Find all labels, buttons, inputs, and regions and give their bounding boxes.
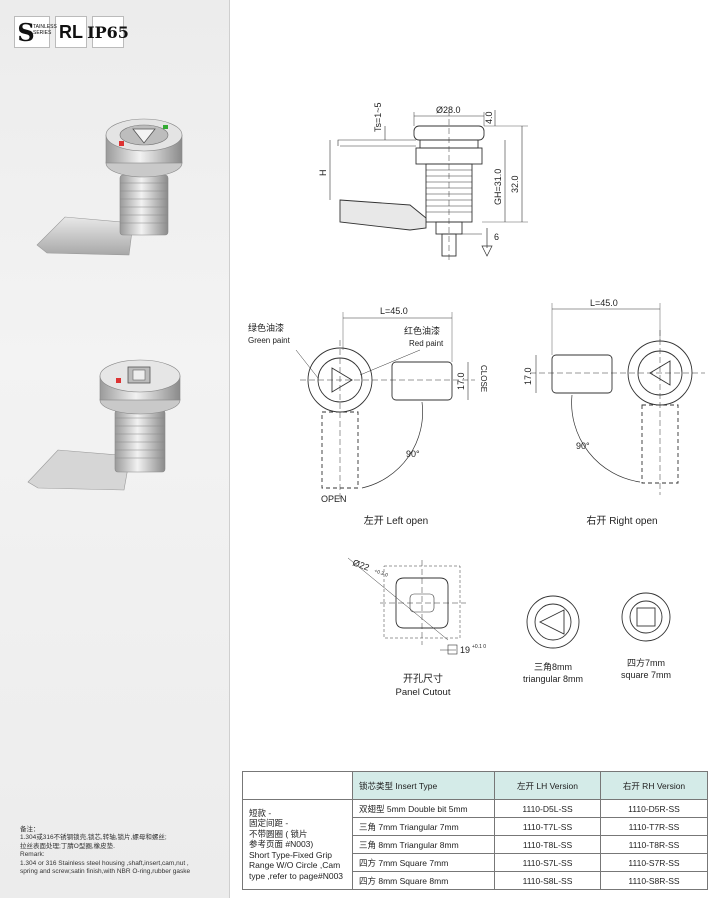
- table-cell-lh: 1110-T7L-SS: [494, 817, 601, 836]
- dim-total: 32.0: [510, 175, 520, 193]
- table-cell-lh: 1110-S8L-SS: [494, 871, 601, 890]
- triangular-insert-inner: [534, 603, 572, 641]
- open-label: OPEN: [321, 494, 347, 504]
- red-paint-cn: 红色油漆: [404, 325, 440, 336]
- side-view-cam: [339, 199, 427, 231]
- table-cell-type: 双翅型 5mm Double bit 5mm: [352, 799, 495, 818]
- square-insert-outer: [621, 592, 671, 642]
- table-header-row: 锁芯类型 Insert Type 左开 LH Version 右开 RH Ver…: [242, 771, 708, 800]
- square-insert-square: [636, 607, 656, 627]
- desc-line: 参考页面 #N003): [249, 839, 314, 850]
- table-cell-type: 三角 7mm Triangular 7mm: [352, 817, 495, 836]
- dim-h: H: [318, 170, 328, 177]
- table-description-cell: 短款 - 固定间距 - 不带圆圈 ( 锁片 参考页面 #N003) Short …: [242, 799, 353, 890]
- table-header-insert-type: 锁芯类型 Insert Type: [352, 771, 495, 800]
- caption-panel-en: Panel Cutout: [396, 687, 451, 698]
- ip65-badge: IP65: [87, 16, 129, 48]
- remarks-line: 拉丝表面处理;丁腈O型圈,橡皮垫.: [20, 842, 115, 850]
- table-header-lh: 左开 LH Version: [494, 771, 601, 800]
- table-cell-rh: 1110-S8R-SS: [600, 871, 708, 890]
- triangular-insert-triangle: [538, 609, 565, 635]
- dim-top: 4.0: [484, 111, 494, 124]
- angle-left: 90°: [406, 449, 420, 459]
- green-paint-cn: 绿色油漆: [248, 322, 284, 333]
- table-row: 短款 - 固定间距 - 不带圆圈 ( 锁片 参考页面 #N003) Short …: [242, 799, 708, 890]
- badge-row: S TAINLESS SERIES RL IP65: [14, 16, 129, 48]
- badge-s-line2: SERIES: [33, 30, 52, 36]
- desc-line: Short Type-Fixed Grip: [249, 849, 332, 860]
- table-cell-type: 三角 8mm Triangular 8mm: [352, 835, 495, 854]
- remarks-line: spring and screw;satin finish,with NBR O…: [20, 868, 191, 876]
- table-cell-lh: 1110-D5L-SS: [494, 799, 601, 818]
- dim-l45-left: L=45.0: [380, 306, 408, 316]
- table-cell-lh: 1110-S7L-SS: [494, 853, 601, 872]
- remarks-block: 备注： 1.304或316不锈钢锁壳,锁芯,转轴,锁片,螺母和螺丝; 拉丝表面处…: [20, 826, 225, 876]
- table-row: 四方 8mm Square 8mm 1110-S8L-SS 1110-S8R-S…: [243, 871, 708, 890]
- right-view-cam-close: [551, 354, 613, 394]
- dim17-right: 17.0: [523, 367, 533, 385]
- remarks-line: 1.304或316不锈钢锁壳,锁芯,转轴,锁片,螺母和螺丝;: [20, 834, 167, 842]
- caption-sq-en: square 7mm: [621, 670, 671, 680]
- caption-sq-cn: 四方7mm: [627, 657, 665, 668]
- table-header-blank: [242, 771, 353, 800]
- desc-line: 短款 -: [249, 807, 272, 818]
- caption-tri-en: triangular 8mm: [523, 674, 583, 684]
- product-table: 锁芯类型 Insert Type 左开 LH Version 右开 RH Ver…: [242, 771, 708, 896]
- dim-gh: GH=31.0: [493, 169, 503, 205]
- cutout-square: 19: [460, 645, 470, 655]
- cutout-diameter: Ø22: [351, 557, 370, 572]
- panel-cutout-shape: [395, 577, 449, 629]
- red-paint-en: Red paint: [409, 339, 444, 348]
- rl-badge: RL: [55, 16, 87, 48]
- table-row: 三角 8mm Triangular 8mm 1110-T8L-SS 1110-T…: [243, 835, 708, 854]
- technical-drawing: Ø28.0 Ts=1~5 H 4.0 GH=31.0 32.0 6 L=45.0…: [248, 102, 705, 698]
- table-cell-lh: 1110-T8L-SS: [494, 835, 601, 854]
- dim-ts: Ts=1~5: [373, 102, 383, 132]
- table-cell-rh: 1110-T7R-SS: [600, 817, 708, 836]
- left-view-cam-close: [391, 361, 453, 401]
- caption-tri-cn: 三角8mm: [534, 661, 572, 672]
- desc-line: 不带圆圈 ( 锁片: [249, 828, 308, 839]
- triangular-insert-outer: [526, 595, 580, 649]
- close-label: CLOSE: [479, 365, 488, 392]
- dim-travel: 6: [494, 232, 499, 242]
- product-photo-square: [27, 359, 181, 491]
- desc-line: Range W/O Circle ,Cam: [249, 860, 341, 871]
- desc-line: type ,refer to page#N003: [249, 870, 344, 881]
- square-insert-inner: [629, 600, 663, 634]
- badge-s-line1: TAINLESS: [33, 24, 57, 30]
- remarks-line: Remark:: [20, 851, 45, 859]
- table-cell-rh: 1110-S7R-SS: [600, 853, 708, 872]
- table-row: 三角 7mm Triangular 7mm 1110-T7L-SS 1110-T…: [243, 817, 708, 836]
- table-cell-rh: 1110-D5R-SS: [600, 799, 708, 818]
- dim-l45-right: L=45.0: [590, 298, 618, 308]
- table-header-rh: 右开 RH Version: [600, 771, 708, 800]
- desc-line: 固定间距 -: [249, 818, 289, 829]
- remarks-line: 备注：: [20, 826, 40, 833]
- table-cell-type: 四方 8mm Square 8mm: [352, 871, 495, 890]
- table-row: 四方 7mm Square 7mm 1110-S7L-SS 1110-S7R-S…: [243, 853, 708, 872]
- caption-left-open: 左开 Left open: [364, 514, 428, 527]
- table-cell-rh: 1110-T8R-SS: [600, 835, 708, 854]
- dim-diameter: Ø28.0: [436, 105, 461, 115]
- product-photo-triangular: [36, 118, 183, 256]
- angle-right: 90°: [576, 441, 590, 451]
- badge-s-letter: S: [17, 17, 35, 47]
- dim17-left: 17.0: [456, 372, 466, 390]
- caption-panel-cn: 开孔尺寸: [403, 672, 443, 685]
- caption-right-open: 右开 Right open: [586, 514, 657, 527]
- badge-s-text: TAINLESS SERIES: [33, 24, 57, 36]
- cutout-diameter-tol: +0.3 0: [373, 568, 388, 579]
- table-cell-type: 四方 7mm Square 7mm: [352, 853, 495, 872]
- cutout-square-tol: +0.1 0: [472, 644, 486, 650]
- stainless-series-badge: S TAINLESS SERIES: [14, 16, 57, 48]
- green-paint-en: Green paint: [248, 336, 291, 345]
- remarks-line: 1.304 or 316 Stainless steel housing ,sh…: [20, 859, 189, 867]
